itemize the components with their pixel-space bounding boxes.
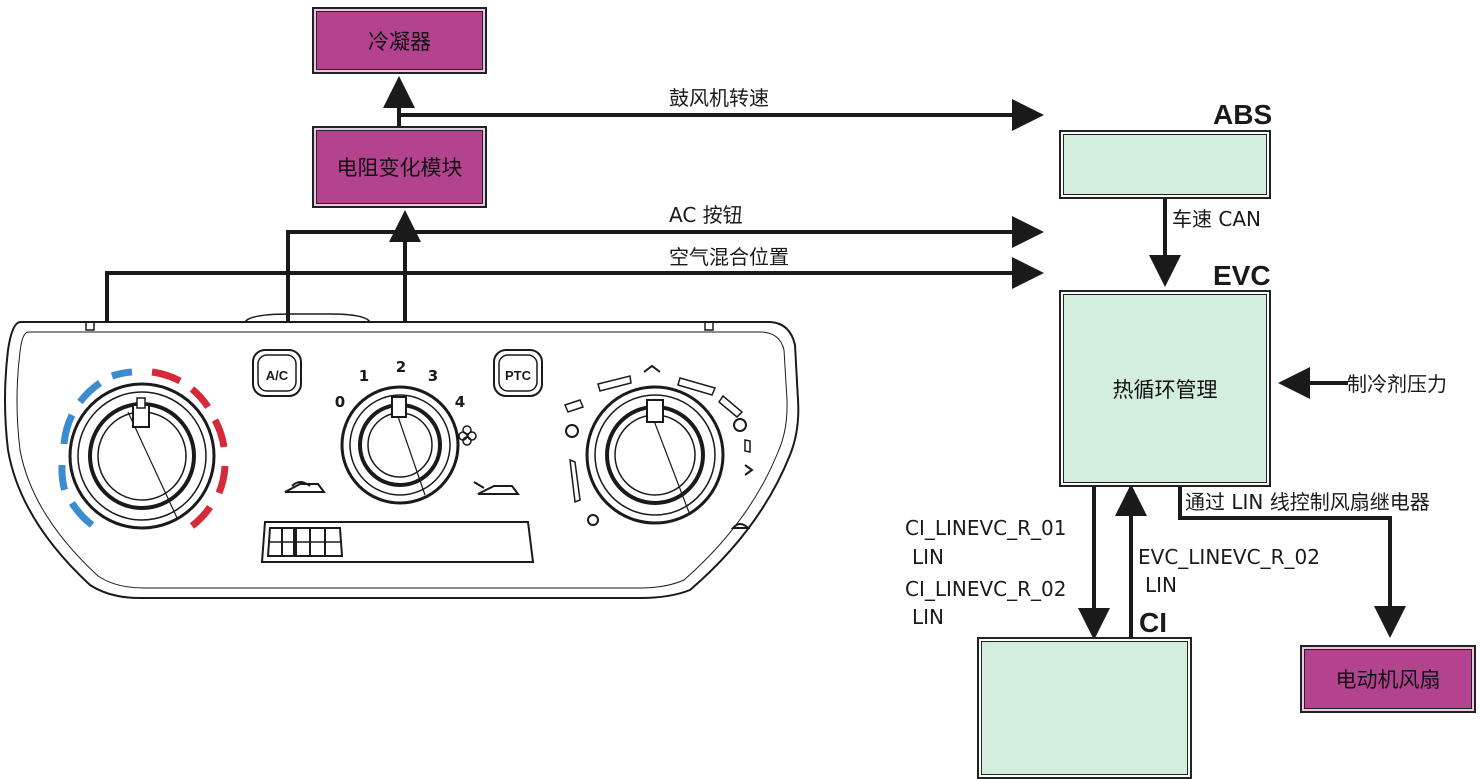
abs-tag: ABS xyxy=(1213,99,1273,130)
fan-box-label: 电动机风扇 xyxy=(1335,668,1441,692)
ptc-button-text: PTC xyxy=(505,368,532,383)
fan-level-2: 2 xyxy=(396,358,406,376)
air-mix-label: 空气混合位置 xyxy=(669,245,789,269)
panel-outline xyxy=(4,321,800,599)
wire-ac-button xyxy=(286,216,1044,321)
ci-box xyxy=(977,637,1192,779)
fan-box: 电动机风扇 xyxy=(1300,645,1476,713)
distribution-scale xyxy=(563,375,751,504)
evc-lin-02-sub: LIN xyxy=(1145,573,1178,597)
ci-lin-01-label: CI_LINEVC_R_01 xyxy=(905,516,1067,540)
fan-level-0: 0 xyxy=(335,393,345,411)
temperature-knob xyxy=(68,382,216,530)
air-distribution-knob xyxy=(585,385,725,525)
fan-relay-label: 通过 LIN 线控制风扇继电器 xyxy=(1185,490,1430,514)
ci-lin-02-sub: LIN xyxy=(912,605,945,629)
cold-scale xyxy=(58,368,133,528)
evc-tag: EVC xyxy=(1213,260,1271,291)
vehicle-speed-label: 车速 CAN xyxy=(1172,207,1261,231)
indicator-window xyxy=(260,521,535,563)
ptc-button-graphic xyxy=(493,349,543,397)
ci-lin-02-label: CI_LINEVC_R_02 xyxy=(905,577,1067,601)
fresh-air-icon xyxy=(473,481,520,495)
condenser-box: 冷凝器 xyxy=(312,7,487,74)
condenser-label: 冷凝器 xyxy=(368,29,431,54)
fan-level-1: 1 xyxy=(359,367,369,385)
ci-tag: CI xyxy=(1139,607,1167,638)
wire-air-mix xyxy=(105,257,1044,321)
evc-lin-02-label: EVC_LINEVC_R_02 xyxy=(1138,545,1320,569)
ac-button-label: AC 按钮 xyxy=(669,203,743,227)
ac-button-graphic xyxy=(252,349,302,397)
evc-box-label: 热循环管理 xyxy=(1112,377,1218,402)
ac-button-text: A/C xyxy=(266,368,289,383)
hot-scale xyxy=(151,368,229,529)
fan-level-4: 4 xyxy=(455,393,465,411)
blower-speed-label: 鼓风机转速 xyxy=(669,86,769,110)
fan-speed-knob xyxy=(340,385,460,505)
resistor-module-box: 电阻变化模块 xyxy=(312,126,487,208)
refrigerant-pressure-label: 制冷剂压力 xyxy=(1347,372,1447,396)
abs-box xyxy=(1059,130,1271,199)
recirculation-icon xyxy=(284,481,326,493)
ci-lin-01-sub: LIN xyxy=(912,545,945,569)
fan-level-3: 3 xyxy=(428,367,438,385)
fan-icon xyxy=(458,425,477,446)
resistor-module-label: 电阻变化模块 xyxy=(336,156,463,180)
distribution-icons xyxy=(565,364,754,529)
wire-fan-relay xyxy=(1178,487,1406,638)
evc-box: 热循环管理 xyxy=(1059,290,1271,487)
